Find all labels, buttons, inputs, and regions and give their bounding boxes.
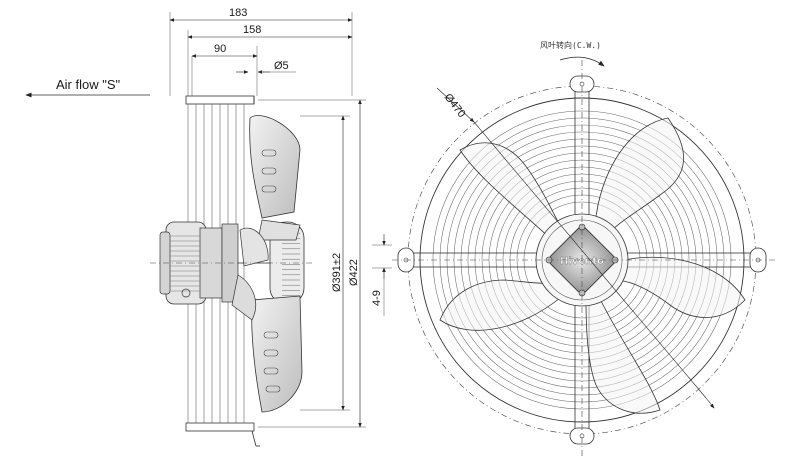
blade-slot — [261, 185, 277, 193]
blade-slot — [261, 167, 277, 175]
blade-slots — [261, 149, 281, 393]
dim-blade-dia: Ø391±2 — [331, 253, 343, 292]
blade-slot — [263, 349, 279, 357]
rotation-indicator: 风叶转向(C.W.) — [540, 40, 605, 67]
side-view: 183 158 90 Ø5 — [150, 7, 392, 447]
rotation-label: 风叶转向(C.W.) — [540, 40, 601, 50]
blade-slot — [261, 149, 277, 157]
blade-slot — [263, 331, 279, 339]
dim-158: 158 — [243, 24, 261, 36]
rotation-arrow — [559, 56, 605, 67]
blade-slot — [265, 385, 281, 393]
brand-logo: Hivento — [560, 256, 604, 267]
motor-fins — [170, 235, 200, 292]
top-dimensions: 183 158 90 Ø5 — [169, 7, 353, 96]
airflow-indicator: Air flow "S" — [25, 77, 150, 98]
dim-90: 90 — [214, 43, 226, 55]
dim-mount-offset: 4-9 — [371, 290, 383, 306]
dim-outer-dia: Ø470 — [442, 91, 468, 120]
dim-hole: Ø5 — [274, 60, 289, 72]
blade-slot — [263, 367, 279, 375]
airflow-label: Air flow "S" — [56, 77, 121, 92]
diameter-dimensions: Ø391±2 Ø422 4-9 — [258, 99, 392, 428]
front-blades — [439, 117, 746, 414]
front-view: Hivento Ø470 风叶转向(C.W.) — [392, 40, 776, 456]
dim-guard-dia: Ø422 — [348, 259, 360, 286]
side-blades — [231, 115, 303, 413]
dim-183: 183 — [229, 7, 247, 19]
